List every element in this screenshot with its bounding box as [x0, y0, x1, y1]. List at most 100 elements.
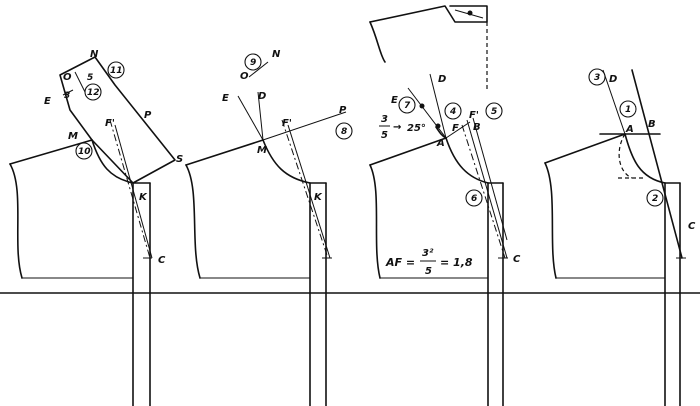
label-m-2: M — [257, 145, 267, 156]
label-f1-2: F' — [282, 118, 292, 129]
label-c-4: C — [688, 221, 696, 232]
collar-top-3 — [369, 5, 488, 23]
neck-curve-1 — [91, 139, 134, 184]
circle-3-text: 3 — [594, 73, 600, 83]
neck-dash-4 — [618, 133, 633, 179]
line-e-2 — [237, 95, 264, 141]
label-3: 3 — [64, 91, 70, 101]
circle-7-text: 7 — [404, 101, 411, 111]
label-a-4: A — [625, 124, 634, 135]
dash-axis-3 — [461, 124, 506, 259]
armhole-curve-2 — [185, 164, 201, 279]
collar-edge-3 — [369, 21, 386, 63]
arrow-3: → — [393, 122, 401, 133]
frac-den-3: 5 — [381, 130, 388, 141]
line-to-p-2 — [262, 111, 347, 141]
circle-3 — [588, 68, 606, 86]
neck-curve-4 — [624, 133, 666, 184]
label-a-3: A — [436, 138, 445, 149]
label-e: E — [44, 96, 51, 107]
formula-num: 3² — [422, 248, 434, 259]
circle-12 — [84, 83, 102, 101]
label-e-2: E — [222, 93, 229, 104]
dot-a-3 — [435, 123, 441, 129]
label-o: O — [63, 72, 72, 83]
label-c: C — [158, 255, 166, 266]
angle-arc-3 — [435, 126, 447, 139]
collar-tick-1 — [62, 89, 74, 96]
armhole-curve-4 — [544, 162, 557, 279]
circle-2-text: 2 — [652, 194, 658, 204]
label-d-4: D — [609, 74, 617, 85]
armhole-curve-3 — [369, 164, 381, 279]
panel-4: D A B C 3 1 2 — [544, 68, 696, 406]
collar-inner-3 — [454, 9, 484, 19]
collar-piece-1 — [59, 56, 176, 184]
label-k-2: K — [314, 192, 323, 203]
label-e-3: E — [391, 95, 398, 106]
label-m: M — [68, 131, 78, 142]
fold-line-1 — [114, 124, 153, 259]
neck-curve-3 — [445, 137, 489, 184]
line-e-3 — [407, 87, 447, 139]
label-f1: F' — [105, 118, 115, 129]
label-o-2: O — [240, 71, 249, 82]
circle-9-text: 9 — [250, 58, 256, 68]
circle-8 — [335, 122, 353, 140]
panel-2: N O E D F' M P K 9 8 — [185, 49, 353, 406]
circle-10-text: 10 — [78, 147, 91, 157]
circle-6-text: 6 — [471, 194, 477, 204]
formula-lhs: AF = — [385, 256, 415, 269]
dash-axis-1 — [109, 119, 151, 259]
circle-8-text: 8 — [341, 127, 347, 137]
panel-3: E D F' B F A C 3 5 → 25° AF = 3² 5 = 1,8… — [369, 5, 521, 406]
circle-7 — [398, 96, 416, 114]
fold-line-3b — [472, 117, 508, 241]
formula-rhs: = 1,8 — [440, 256, 473, 269]
label-f1-3: F' — [469, 110, 479, 121]
label-p: P — [144, 110, 152, 121]
line-d-2 — [257, 91, 264, 141]
circle-4-text: 4 — [449, 107, 456, 117]
armhole-curve-1 — [9, 163, 23, 279]
dash-axis-2 — [281, 119, 329, 259]
circle-4 — [444, 102, 462, 120]
shoulder-line-4 — [544, 133, 626, 164]
line-b-3 — [445, 121, 471, 139]
circle-6 — [465, 189, 483, 207]
label-b-4: B — [648, 119, 656, 130]
label-f-3: F — [452, 123, 459, 134]
label-n-2: N — [272, 49, 281, 60]
circle-1 — [619, 100, 637, 118]
shoulder-line-2 — [185, 139, 264, 166]
label-s: S — [176, 154, 183, 165]
line-d-4 — [602, 69, 626, 135]
shoulder-line-1 — [9, 139, 93, 165]
circle-11 — [107, 61, 125, 79]
label-b-3: B — [473, 122, 481, 133]
formula-den: 5 — [425, 266, 432, 277]
label-p-2: P — [339, 105, 347, 116]
fold-line-2 — [287, 124, 331, 259]
dot-e-3 — [419, 103, 425, 109]
circle-12-text: 12 — [87, 88, 100, 98]
shoulder-line-3 — [369, 137, 447, 166]
label-d-3: D — [438, 74, 446, 85]
neck-curve-2 — [262, 139, 311, 184]
circle-9 — [244, 53, 262, 71]
label-k: K — [139, 192, 148, 203]
circle-5-text: 5 — [491, 107, 497, 117]
circle-10 — [75, 142, 93, 160]
line-b-c-4 — [631, 69, 683, 259]
panel-1: N O 5 E 3 M F' P S K C 11 12 10 — [9, 49, 183, 406]
label-d-2: D — [258, 91, 266, 102]
line-d-3 — [429, 73, 447, 139]
circle-11-text: 11 — [110, 66, 123, 76]
circle-2 — [646, 189, 664, 207]
fold-line-3 — [466, 119, 508, 259]
label-angle-3: 25° — [407, 123, 426, 134]
line-o-n-2 — [248, 61, 269, 78]
circle-5 — [485, 102, 503, 120]
